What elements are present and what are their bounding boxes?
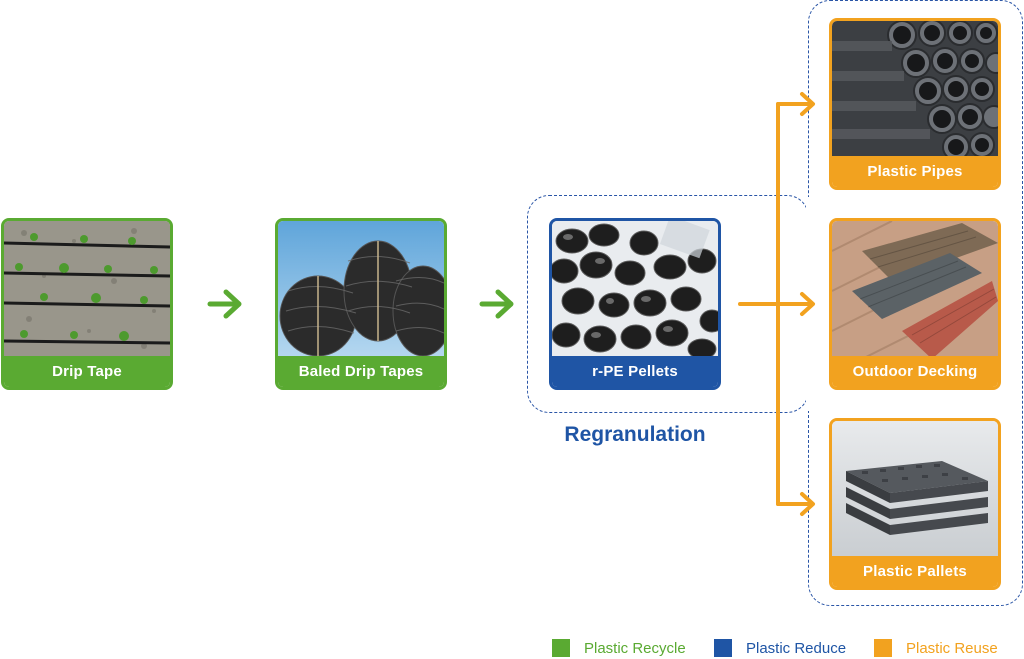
plastic-pipes-photo [832,21,998,159]
green-arrow-icon [207,289,242,319]
step-card-drip-tape: Drip Tape [1,218,173,390]
orange-branch-arrow-icon [738,92,815,516]
step-card-rpe-pellets: r-PE Pellets [549,218,721,390]
green-arrow-icon [479,289,514,319]
decking-boards-photo [832,221,998,359]
legend-item-reuse: Plastic Reuse [874,637,998,659]
product-label: Plastic Pipes [832,156,998,187]
step-card-baled-drip-tapes: Baled Drip Tapes [275,218,447,390]
step-label: Drip Tape [4,356,170,387]
legend-swatch [874,639,892,657]
step-label: r-PE Pellets [552,356,718,387]
legend-item-recycle: Plastic Recycle [552,637,686,659]
drip-tape-field-photo [4,221,170,359]
legend-swatch [552,639,570,657]
legend-label: Plastic Recycle [584,639,686,657]
legend-label: Plastic Reduce [746,639,847,657]
product-label: Plastic Pallets [832,556,998,587]
product-label: Outdoor Decking [832,356,998,387]
black-pellets-photo [552,221,718,359]
step-label: Baled Drip Tapes [278,356,444,387]
legend-item-reduce: Plastic Reduce [714,637,846,659]
legend-label: Plastic Reuse [906,639,998,657]
plastic-pallets-photo [832,421,998,559]
product-card-plastic-pipes: Plastic Pipes [829,18,1001,190]
regranulation-label: Regranulation [564,423,706,446]
product-card-plastic-pallets: Plastic Pallets [829,418,1001,590]
product-card-outdoor-decking: Outdoor Decking [829,218,1001,390]
legend-swatch [714,639,732,657]
